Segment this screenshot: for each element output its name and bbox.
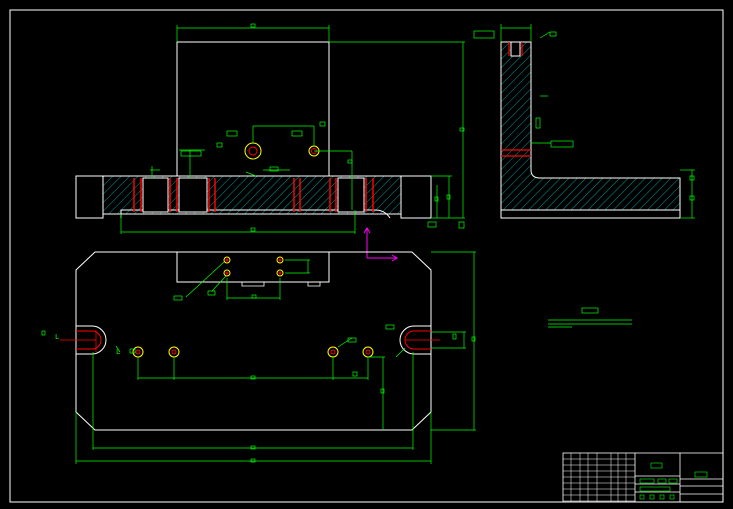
top-holes — [132, 256, 374, 358]
side-view[interactable] — [473, 24, 695, 219]
top-block-outline — [176, 252, 330, 283]
title-block-text — [639, 462, 708, 500]
front-flange-left — [75, 175, 104, 219]
top-view[interactable] — [41, 251, 476, 464]
top-dim-texts — [41, 290, 476, 463]
top-plate-outline — [75, 251, 432, 431]
ucs-axis-icon — [363, 227, 398, 262]
side-dimensions — [473, 24, 695, 219]
top-dimensions — [75, 251, 476, 464]
technical-notes — [548, 307, 632, 328]
front-lower-relief — [120, 209, 391, 219]
title-block — [562, 452, 724, 503]
title-block-grid — [563, 453, 635, 502]
top-u-slot-left — [76, 325, 107, 355]
side-label-left-2: L — [116, 348, 121, 356]
drawing-frame — [9, 9, 724, 503]
top-u-slot-right — [399, 325, 431, 355]
front-bolt-holes — [133, 178, 374, 212]
front-hole-left — [244, 142, 262, 160]
side-body-section — [500, 41, 681, 211]
front-view[interactable] — [75, 23, 465, 234]
side-label-left: L — [55, 333, 60, 341]
front-flange-right — [400, 175, 432, 219]
side-base-strip — [500, 209, 681, 219]
front-dim-texts — [180, 23, 465, 232]
